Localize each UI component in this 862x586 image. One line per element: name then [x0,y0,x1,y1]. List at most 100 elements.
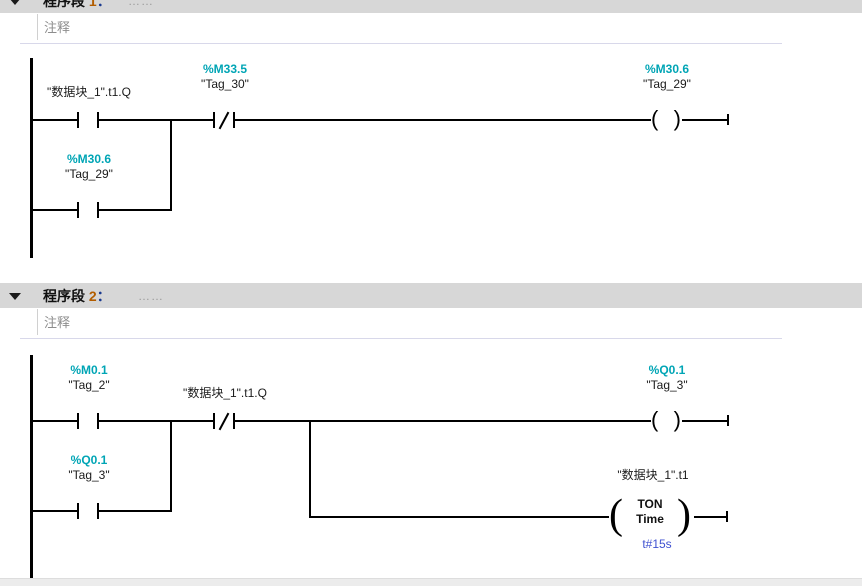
contact-bar-right [233,112,235,128]
rung-1-branch-wire-right [99,209,172,211]
network-1-comment-bar [37,14,38,40]
contact-label-1-2: %M33.5 "Tag_30" [201,62,249,92]
rung-1-endcap [727,114,729,125]
contact-symbol-2-1: "Tag_2" [68,378,110,392]
rung-2-branch-wire-left [30,510,78,512]
network-1-title-text: 程序段 [43,0,85,9]
coil-2-1[interactable]: ( ) [651,407,681,432]
network-2-header[interactable]: 程序段 2： …… [0,283,862,309]
contact-label-1-1: "数据块_1".t1.Q [47,85,131,100]
contact-bar-right [233,413,235,429]
rung-2-timer-wire [309,516,609,518]
contact-bar-left [213,413,215,429]
network-1-rung-area: "数据块_1".t1.Q %M33.5 "Tag_30" %M30.6 "Tag… [0,0,862,275]
rung-2-wire-after-coil [682,420,729,422]
contact-bar-left [77,413,79,429]
network-1-comment-placeholder[interactable]: 注释 [44,20,71,35]
network-1-comment-row[interactable]: 注释 [0,14,862,46]
timer-paren-right: ) [677,492,691,538]
rung-1-wire-after-contact1 [99,119,213,121]
rung-2-branch-wire-right [99,510,172,512]
network-2-comment-placeholder[interactable]: 注释 [44,315,71,330]
coil-1-1[interactable]: ( ) [651,106,681,131]
network-2-title-text: 程序段 [43,287,85,304]
rung-2-output-branch-vertical [309,420,311,518]
contact-negation-slash [218,412,230,431]
network-1-comment-underline [20,43,782,44]
contact-label-2-1: %M0.1 "Tag_2" [68,363,109,393]
network-2-number: 2 [88,287,97,304]
network-1-number: 1 [88,0,97,9]
contact-label-2-3: %Q0.1 "Tag_3" [68,453,109,483]
timer-preset-label: t#15s [642,537,671,552]
contact-address-1-2: %M33.5 [202,62,248,76]
contact-symbol-1-2: "Tag_30" [201,77,249,91]
network-2-dots: …… [138,288,164,303]
network-1-dots: …… [128,0,154,8]
timer-instance-label: "数据块_1".t1 [617,468,688,483]
contact-bar-left [213,112,215,128]
contact-address-2-1: %M0.1 [70,363,108,377]
contact-bar-right [97,202,99,218]
contact-2-2-nc[interactable] [213,412,235,431]
contact-symbol-1-1: "数据块_1".t1.Q [47,85,131,99]
network-1-colon: ： [96,0,111,9]
collapse-triangle-icon[interactable] [9,292,21,300]
contact-symbol-1-3: "Tag_29" [65,167,113,181]
network-2-colon: ： [96,287,111,304]
contact-symbol-2-2: "数据块_1".t1.Q [183,386,267,400]
rung-2-wire-after-contact1 [99,420,213,422]
timer-type-label: TON [637,497,663,511]
rung-2-timer-endcap [726,511,728,522]
rung-2-branch-vertical-left [170,420,172,512]
contact-2-3-no[interactable] [77,503,99,519]
contact-symbol-2-3: "Tag_3" [68,468,110,482]
next-network-header-strip [0,578,862,586]
coil-label-2-1: %Q0.1 "Tag_3" [646,363,687,393]
coil-address-1-1: %M30.6 [644,62,690,76]
coil-symbol-1-1: "Tag_29" [643,77,691,91]
collapse-triangle-icon[interactable] [9,0,21,5]
network-2-comment-row[interactable]: 注释 [0,309,862,341]
contact-bar-right [97,413,99,429]
timer-instance-name: "数据块_1".t1 [617,468,689,482]
left-power-rail-2 [30,355,33,580]
network-2-comment-bar [37,309,38,335]
timer-datatype-label: Time [636,512,664,526]
coil-paren-left: ( [651,407,659,432]
timer-preset-value: t#15s [642,537,672,551]
contact-bar-left [77,503,79,519]
timer-coil-ton[interactable]: ( ) TON Time [609,492,691,538]
contact-1-2-nc[interactable] [213,111,235,130]
timer-paren-left: ( [609,492,623,538]
rung-1-main-wire [30,119,78,121]
coil-paren-right: ) [673,106,681,131]
timer-inner-text: TON Time [625,497,675,527]
rung-1-wire-after-coil [682,119,729,121]
left-power-rail-1 [30,58,33,258]
coil-paren-right: ) [673,407,681,432]
contact-label-2-2: "数据块_1".t1.Q [183,386,267,401]
coil-address-2-1: %Q0.1 [648,363,686,377]
contact-bar-left [77,202,79,218]
network-2-comment-underline [20,338,782,339]
rung-2-wire-after-contact2 [235,420,651,422]
contact-1-3-no[interactable] [77,202,99,218]
coil-label-1-1: %M30.6 "Tag_29" [643,62,691,92]
contact-2-1-no[interactable] [77,413,99,429]
contact-address-2-3: %Q0.1 [70,453,108,467]
contact-address-1-3: %M30.6 [66,152,112,166]
rung-2-timer-wire-after [694,516,728,518]
network-1-title: 程序段 1： [43,0,111,11]
contact-bar-right [97,112,99,128]
contact-1-1-no[interactable] [77,112,99,128]
network-1-header[interactable]: 程序段 1： …… [0,0,862,14]
rung-1-branch-vertical [170,119,172,211]
contact-bar-left [77,112,79,128]
coil-paren-left: ( [651,106,659,131]
rung-1-branch-wire-left [30,209,78,211]
rung-2-main-wire [30,420,78,422]
network-2-title: 程序段 2： [43,286,111,306]
